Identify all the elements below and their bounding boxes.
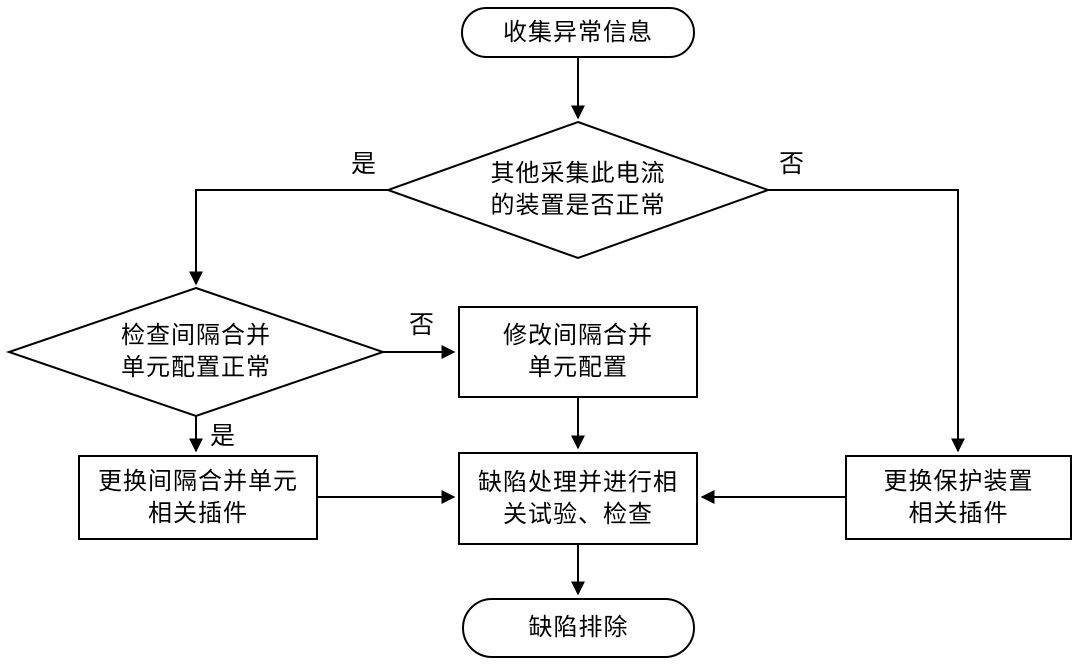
decision-check-mu-shape bbox=[5, 286, 387, 418]
decision-check-mu-label: 检查间隔合并 单元配置正常 bbox=[121, 323, 271, 381]
replace-mu-plugin-box: 更换间隔合并单元 相关插件 bbox=[78, 455, 318, 540]
edge-decision1-no bbox=[768, 189, 965, 453]
label-decision2-yes: 是 bbox=[210, 423, 236, 450]
end-node: 缺陷排除 bbox=[462, 598, 695, 658]
decision-other-devices-shape bbox=[385, 120, 771, 260]
end-node-label: 缺陷排除 bbox=[528, 615, 629, 641]
defect-process-box: 缺陷处理并进行相 关试验、检查 bbox=[458, 452, 698, 545]
modify-mu-config-box: 修改间隔合并 单元配置 bbox=[458, 306, 698, 398]
start-node-label: 收集异常信息 bbox=[503, 19, 653, 46]
label-decision2-no: 否 bbox=[409, 312, 435, 339]
start-node: 收集异常信息 bbox=[461, 7, 695, 58]
label-decision1-no: 否 bbox=[779, 151, 805, 178]
edge-decision1-yes bbox=[189, 189, 388, 286]
decision-other-devices-label: 其他采集此电流 的装置是否正常 bbox=[490, 161, 666, 219]
label-decision1-yes: 是 bbox=[351, 151, 377, 178]
replace-protection-plugin-box: 更换保护装置 相关插件 bbox=[845, 455, 1072, 540]
